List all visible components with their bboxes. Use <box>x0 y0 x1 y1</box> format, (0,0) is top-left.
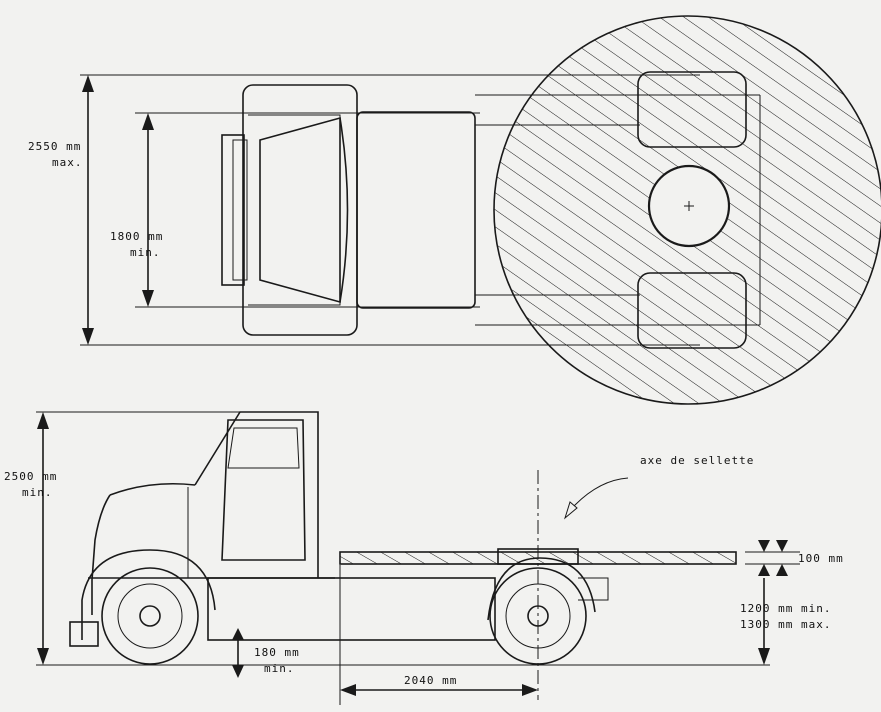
wheelbase-label: 2040 mm <box>404 674 457 687</box>
dimension-wheelbase <box>339 565 538 705</box>
clearance-value: 180 mm <box>254 646 300 659</box>
track-min-qualifier: min. <box>130 246 161 259</box>
rear-wheel-side <box>487 557 596 665</box>
height-min-qualifier: min. <box>22 486 53 499</box>
track-min-value: 1800 mm <box>110 230 163 243</box>
clearance-qualifier: min. <box>264 662 295 675</box>
width-max-qualifier: max. <box>52 156 83 169</box>
dimension-ground-clearance <box>215 628 250 678</box>
rear-wheel-top-left <box>637 71 747 148</box>
chassis-side <box>207 577 496 641</box>
rear-wheel-top-right <box>637 272 747 349</box>
axis-pointer <box>564 477 629 520</box>
coupling-height-max: 1300 mm max. <box>740 618 831 631</box>
axis-label: axe de sellette <box>640 454 754 467</box>
dimension-platform <box>745 540 800 576</box>
dimension-track-min <box>142 113 154 307</box>
dimension-coupling-height <box>758 578 770 665</box>
chassis-top <box>475 94 761 326</box>
cab-side <box>88 411 335 615</box>
top-view <box>80 15 881 405</box>
dimension-height-min <box>37 412 49 665</box>
width-max-value: 2550 mm <box>28 140 81 153</box>
dimension-width-max <box>82 75 94 345</box>
front-wheel <box>69 549 216 665</box>
platform-thickness-label: 100 mm <box>798 552 844 565</box>
side-view <box>36 411 800 705</box>
height-min-value: 2500 mm <box>4 470 57 483</box>
cab-top <box>221 84 476 336</box>
coupling-height-min: 1200 mm min. <box>740 602 831 615</box>
